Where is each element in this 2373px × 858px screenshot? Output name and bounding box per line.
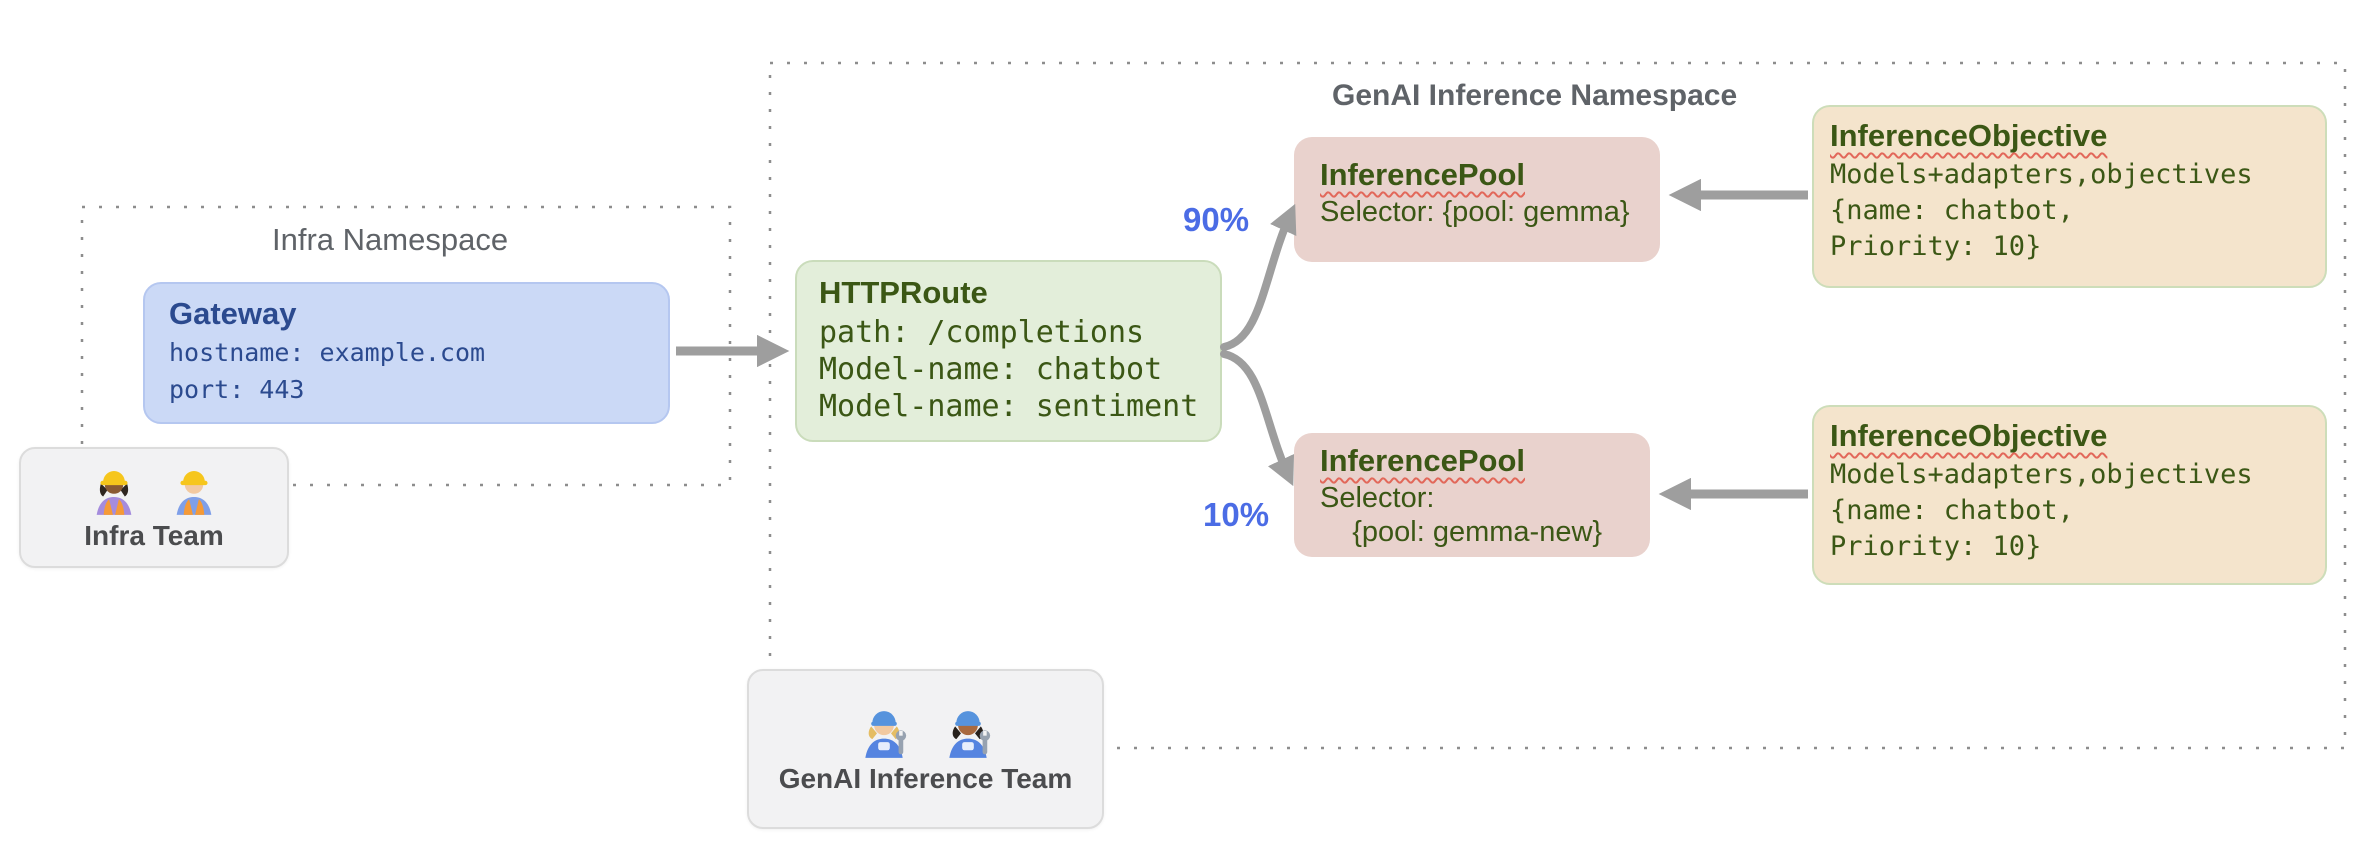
inference-objective-top-line-models: Models+adapters,objectives [1830,159,2253,190]
genai-team-label: GenAI Inference Team [778,763,1073,794]
traffic-weight-10: 10% [1203,496,1270,533]
inference-pool-top-node: InferencePool Selector: {pool: gemma} [1294,137,1660,262]
httproute-title: HTTPRoute [819,275,988,310]
inference-objective-top-node: InferenceObjective Models+adapters,objec… [1812,105,2327,288]
inference-pool-top-title: InferencePool [1320,157,1525,192]
gateway-port: port: 443 [169,375,305,404]
genai-namespace-label: GenAI Inference Namespace [1332,79,1738,112]
gateway-hostname: hostname: example.com [169,338,486,367]
httproute-path: path: /completions [819,315,1145,350]
mechanic-icon [948,711,990,758]
infra-team-card: Infra Team [19,447,289,568]
mechanic-icon [864,711,906,758]
inference-pool-top-selector: Selector: {pool: gemma} [1320,196,1630,228]
inference-pool-bottom-selector-value: {pool: gemma-new} [1320,516,1603,548]
infra-namespace-label: Infra Namespace [272,222,509,257]
inference-objective-bottom-line-name: {name: chatbot, [1830,495,2074,526]
traffic-weight-90: 90% [1183,201,1250,238]
inference-objective-top-line-name: {name: chatbot, [1830,195,2074,226]
wrench-icon [895,730,906,755]
infra-team-label: Infra Team [84,519,224,551]
genai-team-card: GenAI Inference Team [747,669,1104,829]
inference-pool-bottom-selector: Selector: [1320,482,1435,514]
httproute-model-chatbot: Model-name: chatbot [819,352,1163,387]
inference-pool-bottom-title: InferencePool [1320,443,1525,478]
construction-worker-icon [96,470,132,515]
inference-pool-bottom-node: InferencePool Selector: {pool: gemma-new… [1294,433,1650,557]
inference-objective-bottom-line-models: Models+adapters,objectives [1830,459,2253,490]
wrench-icon [979,730,990,755]
inference-objective-bottom-title: InferenceObjective [1830,418,2108,453]
gateway-node: Gateway hostname: example.com port: 443 [143,282,670,424]
inference-objective-bottom-line-priority: Priority: 10} [1830,531,2042,562]
genai-team-icons [856,703,996,759]
inference-objective-top-title: InferenceObjective [1830,118,2108,153]
inference-objective-bottom-node: InferenceObjective Models+adapters,objec… [1812,405,2327,585]
construction-worker-icon [176,470,212,515]
gateway-title: Gateway [169,296,297,331]
inference-objective-top-line-priority: Priority: 10} [1830,231,2042,262]
arrow-httproute-to-pool-bottom [1220,350,1295,487]
httproute-model-sentiment: Model-name: sentiment [819,389,1199,424]
infra-team-icons [88,464,220,516]
httproute-node: HTTPRoute path: /completions Model-name:… [795,260,1222,442]
